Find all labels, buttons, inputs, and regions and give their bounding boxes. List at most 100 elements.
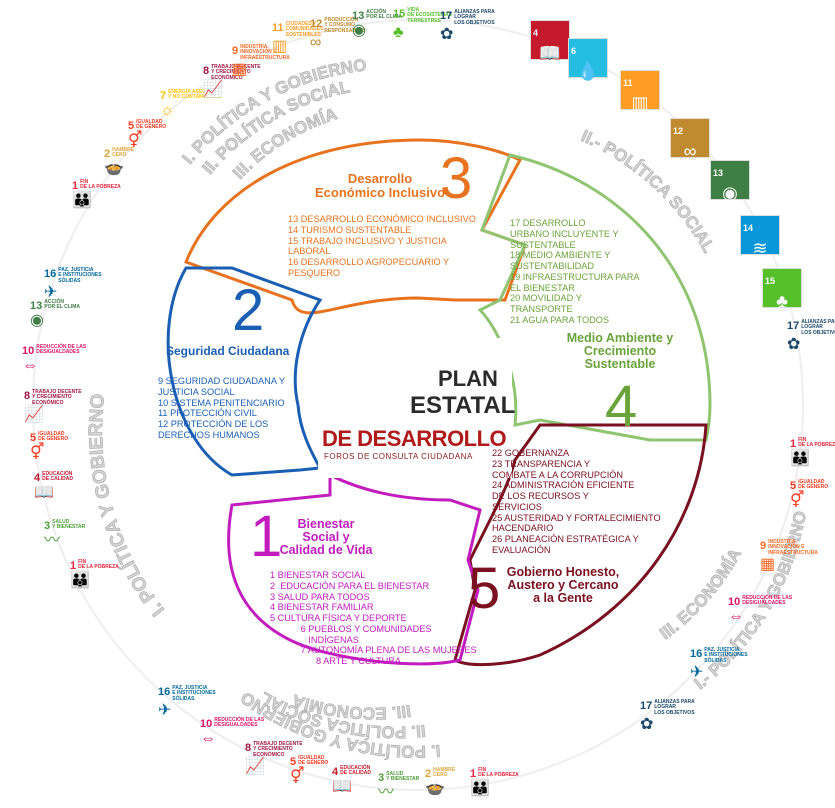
ods-badge-number: 17: [787, 320, 800, 332]
eye-icon: ◉: [722, 183, 738, 203]
equal-icon: ⇔: [728, 608, 744, 625]
ods-badge-label: FIN DE LA POBREZA: [80, 179, 121, 191]
tree-icon: ♣: [393, 23, 404, 41]
ods-badge-number: 5: [30, 432, 37, 444]
ods-badge-label: ACCIÓN POR EL CLIMA: [44, 299, 80, 311]
eye-icon: ◉: [352, 22, 366, 39]
infinity-icon: ∞: [310, 33, 322, 51]
ods-badge-label: PAZ, JUSTICIA E INSTITUCIONES SÓLIDAS: [704, 647, 748, 664]
section-1-number: 1: [250, 504, 283, 569]
section-3-number: 3: [440, 146, 473, 211]
section-2-title: Seguridad Ciudadana: [166, 344, 290, 358]
ods-badge-number: 8: [245, 742, 252, 754]
dove-icon: ✈: [158, 701, 172, 719]
ods-badge-label: TRABAJO DECENTE Y CRECIMIENTO ECONÓMICO: [32, 389, 82, 406]
equal-icon: ⇔: [200, 730, 216, 747]
ods-badge-number: 1: [72, 180, 79, 192]
ods-badge-number: 5: [290, 756, 297, 768]
section-3-arc: [184, 138, 527, 315]
sun-icon: ☼: [160, 102, 175, 119]
ods-badge-label: REDUCCIÓN DE LAS DESIGUALDADES: [36, 344, 87, 356]
ods-card-6: 6💧: [568, 38, 608, 80]
ods-badge-number: 16: [44, 268, 57, 280]
ods-badge-number: 2: [104, 148, 111, 160]
ods-badge-number: 16: [690, 648, 703, 660]
ods-badge-label: CIUDADES Y COMUNIDADES SOSTENIBLES: [285, 21, 324, 38]
ods-badge-number: 17: [440, 10, 453, 22]
flower-icon: ✿: [640, 715, 654, 733]
ods-badge-label: IGUALDAD DE GÉNERO: [798, 479, 829, 491]
ods-card-14: 14≋: [740, 215, 780, 258]
gender-icon: ⚥: [30, 444, 45, 461]
cubes-icon: ▦: [760, 555, 776, 573]
ods-badge-label: PAZ, JUSTICIA E INSTITUCIONES SÓLIDAS: [58, 267, 102, 284]
eye-icon: ◉: [30, 312, 44, 329]
growth-icon: 📈: [245, 757, 265, 775]
section-2-items: 9 SEGURIDAD CIUDADANA Y JUSTICIA SOCIAL …: [158, 376, 285, 440]
ods-badge-label: ACCIÓN POR EL CLIMA: [366, 9, 402, 21]
equal-icon: ⇔: [22, 357, 38, 374]
ods-badge-label: EDUCACIÓN DE CALIDAD: [42, 471, 73, 483]
ods-badge-number: 8: [24, 390, 31, 402]
section-3-title: Desarrollo Económico Inclusivo: [314, 171, 446, 200]
ods-card-15: 15♣: [762, 268, 802, 310]
section-3-items: 13 DESARROLLO ECONÓMICO INCLUSIVO 14 TUR…: [288, 214, 476, 278]
city-icon: ▥: [631, 93, 649, 113]
ods-badge-number: 10: [22, 345, 35, 357]
ods-badge-label: SALUD Y BIENESTAR: [52, 519, 86, 531]
ods-badge-number: 13: [30, 300, 43, 312]
ods-badge-label: IGUALDAD DE GÉNERO: [38, 431, 69, 443]
ods-badge-number: 17: [640, 700, 653, 712]
ods-badge-number: 13: [352, 10, 365, 22]
ods-badge-label: ALIANZAS PARA LOGRAR LOS OBJETIVOS: [801, 319, 835, 336]
ods-badge-label: ALIANZAS PARA LOGRAR LOS OBJETIVOS: [454, 9, 495, 26]
ods-badge-label: VIDA DE ECOSISTEMAS TERRESTRES: [407, 7, 452, 24]
ods-card-11: 11▥: [620, 70, 660, 113]
ods-badge-number: 9: [760, 540, 767, 552]
bowl-icon: 🍲: [104, 160, 124, 177]
ods-badge-label: PRODUCCIÓN Y CONSUMO RESPONSABLES: [324, 17, 366, 34]
dove-icon: ✈: [690, 663, 704, 681]
gender-icon: ⚥: [290, 768, 305, 785]
ods-badge-number: 15: [393, 8, 406, 20]
ods-badge-label: REDUCCIÓN DE LAS DESIGUALDADES: [214, 717, 265, 729]
gender-icon: ⚥: [790, 492, 805, 509]
section-1-arc: [227, 472, 482, 666]
ods-badge-number: 3: [44, 520, 51, 532]
cubes-icon: ▦: [232, 60, 248, 78]
ods-card-number: 6: [571, 46, 577, 56]
infinity-icon: ∞: [683, 141, 697, 161]
ods-badge-number: 1: [790, 438, 797, 450]
fish-icon: ≋: [752, 238, 768, 258]
section-1-items: 1 BIENESTAR SOCIAL 2 EDUCACIÓN PARA EL B…: [270, 570, 477, 667]
ods-badge-number: 10: [728, 596, 741, 608]
section-4-items: 17 DESARROLLO URBANO INCLUYENTE Y SUSTEN…: [510, 218, 640, 325]
center-title-box: PLAN ESTATAL DE DESARROLLO FOROS DE CONS…: [318, 338, 515, 478]
ods-card-number: 15: [765, 276, 776, 286]
ods-badge-number: 5: [128, 120, 135, 132]
ods-badge-number: 4: [34, 472, 41, 484]
ods-badge-number: 9: [232, 45, 239, 57]
section-4-title: Medio Ambiente y Crecimiento Sustentable: [566, 331, 674, 372]
section-4-number: 4: [605, 374, 638, 439]
